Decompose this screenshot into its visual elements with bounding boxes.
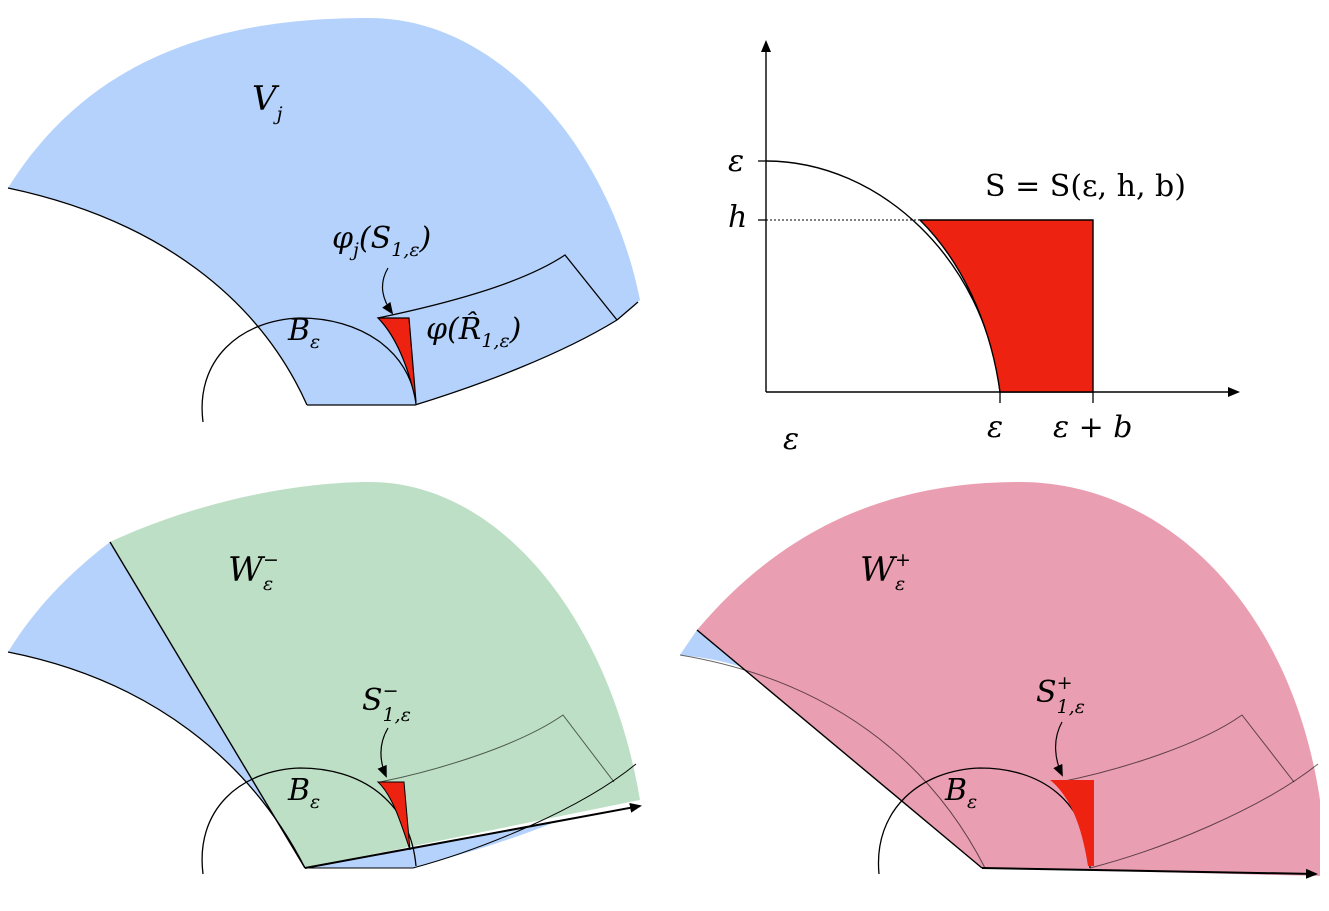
outer-arc-bl xyxy=(305,763,637,869)
outer-arc-br xyxy=(1089,763,1319,869)
pointer-arrow-bl xyxy=(377,727,389,778)
panel-bottom-left xyxy=(7,482,642,875)
w-minus-left-edge xyxy=(109,541,306,869)
panel-bottom-right xyxy=(679,482,1320,879)
ray-arrow-bl xyxy=(304,802,642,869)
label-b-eps-br: Bε xyxy=(945,773,978,813)
label-b-eps-bl: Bε xyxy=(288,773,321,813)
r-hat-region-outline xyxy=(377,254,618,321)
region-v-j xyxy=(8,18,640,405)
inner-boundary-curve xyxy=(7,187,308,406)
underlying-blue-sliver xyxy=(680,630,745,668)
label-x-tick-eps-b: ε + b xyxy=(1053,410,1133,445)
small-region-s-minus xyxy=(376,781,411,851)
label-w-minus: W−ε xyxy=(228,549,279,595)
panel-top-left xyxy=(7,18,640,423)
small-region-phi-s xyxy=(376,317,417,403)
label-v-j: Vj xyxy=(252,79,283,125)
set-s-region xyxy=(918,219,1094,393)
region-w-plus xyxy=(697,482,1320,876)
pointer-arrow-br xyxy=(1053,721,1063,777)
label-equation: S = S(ε, h, b) xyxy=(985,169,1186,204)
ball-b-eps-circle xyxy=(201,317,417,423)
label-phi-j-s: φj(S1,ε) xyxy=(332,221,432,261)
w-plus-left-edge xyxy=(696,629,983,869)
label-y-tick-eps: ε xyxy=(728,144,745,179)
panel-top-right xyxy=(758,40,1240,403)
label-b-eps-tl: Bε xyxy=(288,313,321,353)
small-region-s-plus xyxy=(1050,780,1094,866)
outer-arc-boundary xyxy=(307,319,618,406)
label-phi-r-hat: φ(R̂1,ε) xyxy=(426,312,522,352)
label-origin-eps: ε xyxy=(783,422,800,457)
region-w-minus xyxy=(110,482,640,868)
outer-edge-segment xyxy=(616,301,639,321)
pointer-arrow-top-left xyxy=(381,267,394,315)
label-s-minus: S−1,ε xyxy=(362,680,411,726)
label-y-tick-h: h xyxy=(728,200,748,235)
underlying-blue-region xyxy=(8,542,305,868)
r-hat-outline-bl xyxy=(379,714,615,783)
label-w-plus: W+ε xyxy=(860,549,911,595)
label-s-plus: S+1,ε xyxy=(1036,672,1085,718)
label-x-tick-eps: ε xyxy=(987,410,1004,445)
ray-arrow-br xyxy=(981,867,1318,879)
inner-boundary-curve-br xyxy=(679,654,986,869)
r-hat-outline-br xyxy=(1059,714,1295,783)
